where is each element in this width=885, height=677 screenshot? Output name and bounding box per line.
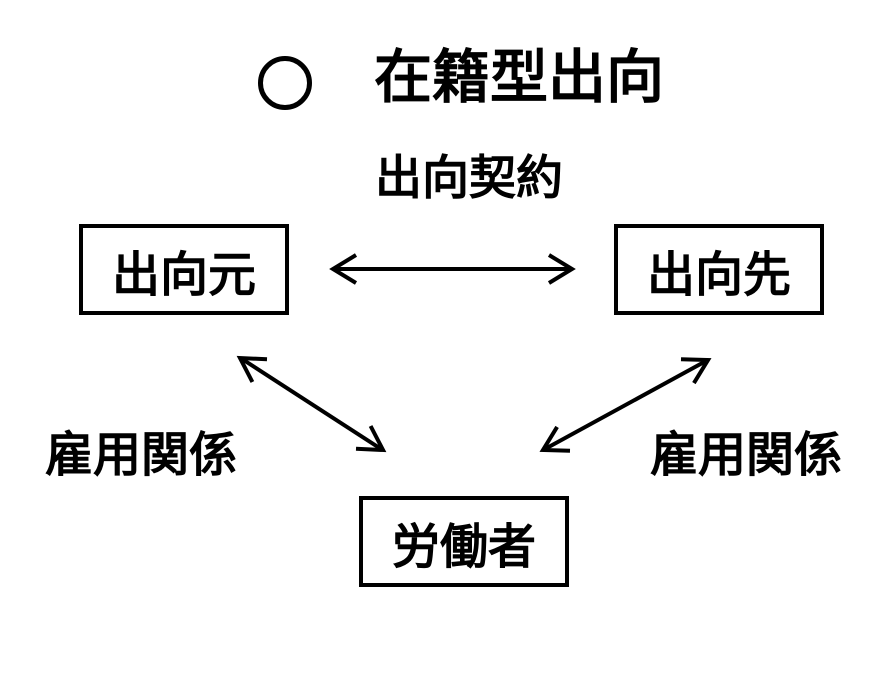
node-worker: 労働者 [359, 496, 569, 587]
arrow-source-worker-icon [236, 355, 387, 453]
node-secondment-destination-label: 出向先 [646, 248, 791, 302]
node-worker-label: 労働者 [391, 520, 536, 574]
contract-relationship-label: 出向契約 [375, 151, 563, 204]
employment-relationship-label-left: 雇用関係 [45, 429, 238, 482]
node-secondment-destination: 出向先 [614, 224, 824, 315]
page-title: 在籍型出向 [374, 45, 665, 110]
node-secondment-source-label: 出向元 [111, 248, 256, 302]
node-secondment-source: 出向元 [79, 224, 289, 315]
arrow-source-destination-icon [329, 253, 576, 285]
employment-relationship-label-right: 雇用関係 [650, 429, 843, 482]
title-circle-bullet-icon [258, 56, 312, 110]
